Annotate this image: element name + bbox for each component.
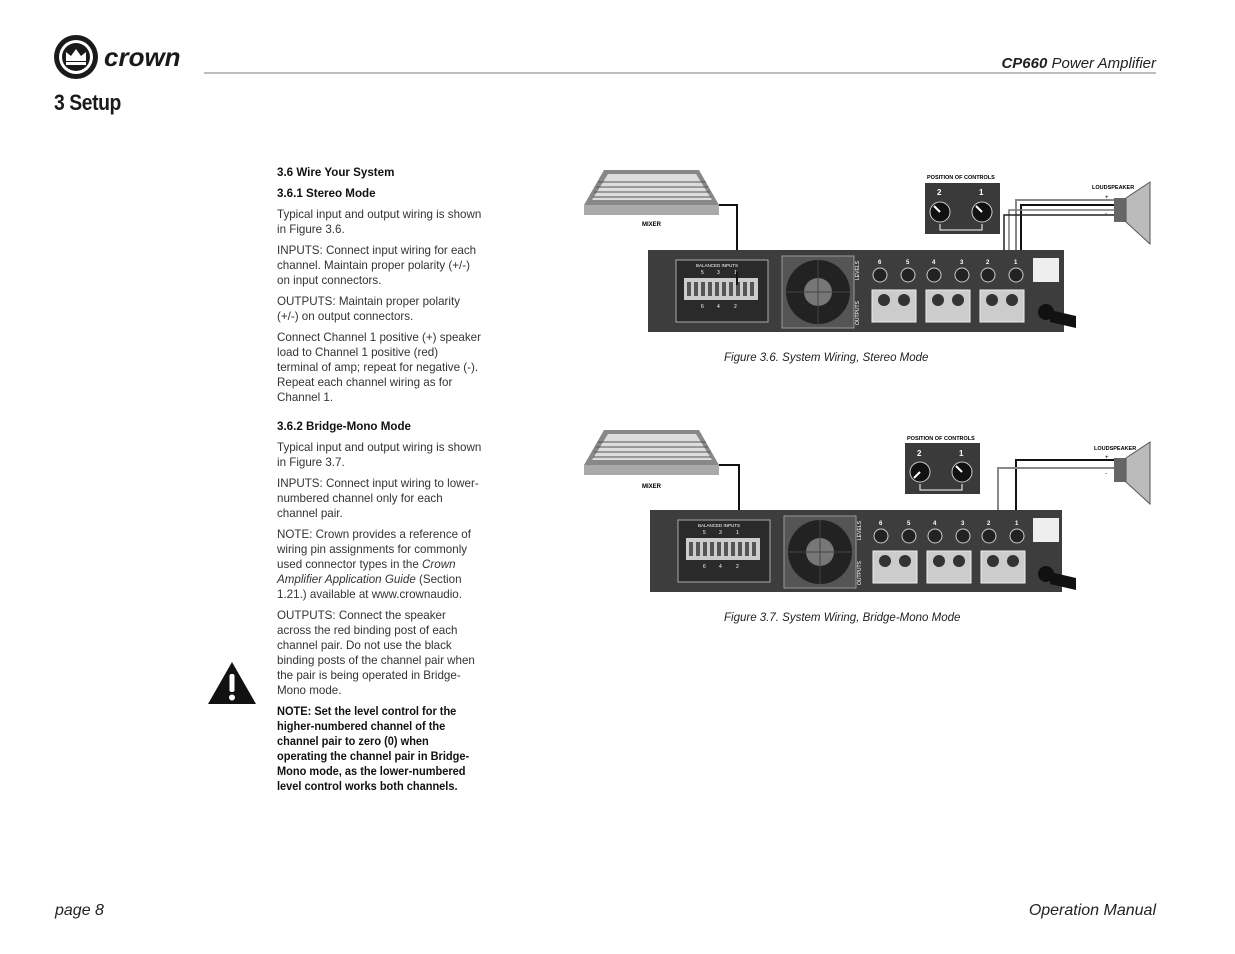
controls-label: POSITION OF CONTROLS — [907, 436, 975, 442]
product-model: CP660 — [1001, 55, 1048, 72]
channel-number: 1 — [1015, 521, 1019, 527]
paragraph: INPUTS: Connect input wiring for each ch… — [277, 244, 477, 287]
input-number: 4 — [717, 304, 720, 310]
levels-label: LEVELS — [857, 520, 863, 540]
levels-label: LEVELS — [855, 260, 861, 280]
input-number: 5 — [701, 270, 704, 276]
svg-text:+: + — [1105, 455, 1109, 461]
amplifier-rear-panel: BALANCED INPUTS 5 3 1 6 4 2 LEVELS OUTPU… — [650, 510, 1076, 592]
speaker-label: LOUDSPEAKER — [1092, 185, 1134, 191]
input-number: 6 — [703, 564, 706, 570]
channel-number: 6 — [879, 521, 883, 527]
heading-wire-system: 3.6 Wire Your System — [277, 166, 395, 179]
input-number: 3 — [719, 530, 722, 536]
channel-number: 2 — [986, 260, 990, 266]
header-rule — [204, 72, 1156, 74]
paragraph: Typical input and output wiring is shown… — [277, 441, 482, 469]
guide-title: Crown Amplifier Application Guide — [277, 558, 456, 586]
paragraph: OUTPUTS: Connect the speaker across the … — [277, 609, 475, 697]
text-column: 3.6 Wire Your System 3.6.1 Stereo Mode T… — [277, 165, 482, 800]
document-title: Operation Manual — [1028, 902, 1156, 919]
svg-text:+: + — [1105, 195, 1109, 201]
figure-stereo-wiring: MIXER POSITION OF CONTROLS 2 1 LOUDSPEAK… — [584, 170, 1151, 332]
control-number: 2 — [937, 188, 942, 197]
mixer-label: MIXER — [642, 222, 662, 228]
mixer-label: MIXER — [642, 484, 662, 490]
paragraph: OUTPUTS: Maintain proper polarity (+/-) … — [277, 295, 460, 323]
controls-label: POSITION OF CONTROLS — [927, 175, 995, 181]
input-number: 2 — [736, 564, 739, 570]
heading-bridge-mono: 3.6.2 Bridge-Mono Mode — [277, 420, 411, 433]
channel-number: 5 — [906, 260, 910, 266]
loudspeaker-icon: +- — [1105, 441, 1151, 506]
heading-stereo-mode: 3.6.1 Stereo Mode — [277, 187, 376, 200]
crown-logo: crown — [54, 35, 181, 79]
input-number: 5 — [703, 530, 706, 536]
figure-caption: Figure 3.7. System Wiring, Bridge-Mono M… — [724, 612, 961, 624]
speaker-label: LOUDSPEAKER — [1094, 446, 1136, 452]
figure-caption: Figure 3.6. System Wiring, Stereo Mode — [724, 352, 929, 364]
channel-number: 4 — [933, 521, 937, 527]
input-number: 4 — [719, 564, 722, 570]
paragraph: NOTE: Crown provides a reference of wiri… — [277, 527, 482, 602]
product-title: CP660 Power Amplifier — [1001, 55, 1156, 72]
outputs-label: OUTPUTS — [855, 300, 861, 325]
input-number: 3 — [717, 270, 720, 276]
paragraph: Connect Channel 1 positive (+) speaker l… — [277, 331, 481, 404]
svg-text:-: - — [1105, 211, 1107, 217]
outputs-label: OUTPUTS — [857, 560, 863, 585]
input-number: 2 — [734, 304, 737, 310]
balanced-inputs-label: BALANCED INPUTS — [698, 523, 740, 528]
input-number: 1 — [736, 530, 739, 536]
text-fragment: NOTE: Crown provides a reference of wiri… — [277, 528, 471, 571]
paragraph: Typical input and output wiring is shown… — [277, 208, 482, 236]
loudspeaker-icon: +- — [1105, 181, 1151, 246]
mixer-icon — [584, 170, 719, 215]
warning-icon — [208, 662, 256, 704]
warning-note: NOTE: Set the level control for the high… — [277, 705, 470, 793]
control-number: 1 — [979, 188, 984, 197]
channel-number: 6 — [878, 260, 882, 266]
product-name: Power Amplifier — [1051, 55, 1156, 72]
control-number: 1 — [959, 449, 964, 458]
page-number: page 8 — [55, 902, 104, 919]
channel-number: 3 — [961, 521, 965, 527]
input-number: 6 — [701, 304, 704, 310]
brand-text: crown — [104, 42, 181, 72]
balanced-inputs-label: BALANCED INPUTS — [696, 263, 738, 268]
channel-number: 2 — [987, 521, 991, 527]
text-fragment: (Section 1.21.) available at www.crownau… — [277, 573, 462, 601]
channel-number: 4 — [932, 260, 936, 266]
section-title: 3 Setup — [54, 90, 121, 115]
channel-number: 3 — [960, 260, 964, 266]
figure-bridge-mono-wiring: MIXER POSITION OF CONTROLS 2 1 LOUDSPEAK… — [584, 430, 1151, 592]
paragraph: INPUTS: Connect input wiring to lower-nu… — [277, 477, 479, 520]
svg-text:-: - — [1105, 471, 1107, 477]
input-number: 1 — [734, 270, 737, 276]
mixer-icon — [584, 430, 719, 475]
channel-number: 5 — [907, 521, 911, 527]
channel-number: 1 — [1014, 260, 1018, 266]
amplifier-rear-panel: BALANCED INPUTS 5 3 1 6 4 2 LEVELS OUTPU… — [648, 250, 1076, 332]
control-number: 2 — [917, 449, 922, 458]
